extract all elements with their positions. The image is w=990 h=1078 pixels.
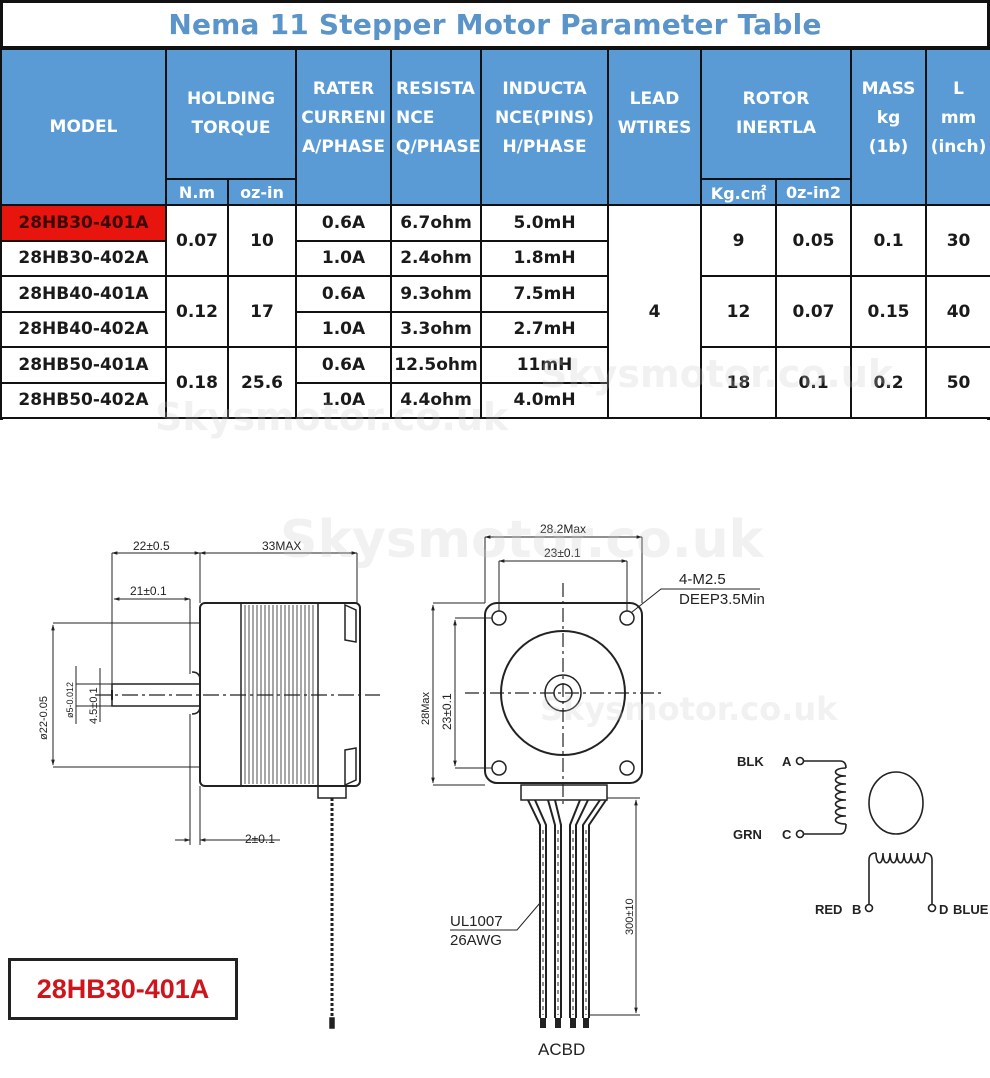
inductance-cell: 1.8mH <box>480 239 610 277</box>
header-rated-current: RATER CURRENI A/PHASE <box>295 48 393 206</box>
svg-text:DEEP3.5Min: DEEP3.5Min <box>679 591 765 608</box>
resistance-cell: 4.4ohm <box>390 381 483 419</box>
current-cell: 1.0A <box>295 381 393 419</box>
torque-ozin-cell: 17 <box>226 275 298 348</box>
svg-text:D: D <box>939 902 948 917</box>
svg-text:33MAX: 33MAX <box>262 539 301 553</box>
mass-cell: 0.2 <box>850 346 928 419</box>
header-resistance: RESISTA NCE Q/PHASE <box>390 48 483 206</box>
current-cell: 1.0A <box>295 239 393 277</box>
resistance-cell: 3.3ohm <box>390 310 483 348</box>
inertia-ozin2-cell: 0.07 <box>775 275 853 348</box>
torque-nm-cell: 0.12 <box>165 275 229 348</box>
svg-text:C: C <box>782 827 792 842</box>
length-cell: 50 <box>925 346 990 419</box>
model-cell: 28HB30-402A <box>0 239 167 277</box>
current-cell: 0.6A <box>295 275 393 313</box>
torque-nm-cell: 0.18 <box>165 346 229 419</box>
svg-text:ø5-0.012: ø5-0.012 <box>65 682 75 718</box>
current-cell: 0.6A <box>295 204 393 242</box>
svg-text:23±0.1: 23±0.1 <box>440 693 454 730</box>
inertia-ozin2-cell: 0.05 <box>775 204 853 277</box>
svg-text:22±0.5: 22±0.5 <box>133 539 170 553</box>
current-cell: 0.6A <box>295 346 393 384</box>
resistance-cell: 12.5ohm <box>390 346 483 384</box>
table-title: Nema 11 Stepper Motor Parameter Table <box>0 0 990 48</box>
header-model: MODEL <box>0 48 167 206</box>
model-cell: 28HB40-402A <box>0 310 167 348</box>
inductance-cell: 7.5mH <box>480 275 610 313</box>
inertia-ozin2-cell: 0.1 <box>775 346 853 419</box>
torque-nm-cell: 0.07 <box>165 204 229 277</box>
svg-text:4-M2.5: 4-M2.5 <box>679 571 726 588</box>
svg-text:UL1007: UL1007 <box>450 913 503 930</box>
svg-text:4.5±0.1: 4.5±0.1 <box>88 687 100 724</box>
inductance-cell: 11mH <box>480 346 610 384</box>
table-row: 28HB30-402A 1.0A 2.4ohm 1.8mH <box>0 239 990 277</box>
inertia-kgcm-cell: 9 <box>700 204 778 277</box>
inertia-kgcm-cell: 12 <box>700 275 778 348</box>
resistance-cell: 6.7ohm <box>390 204 483 242</box>
model-label-box: 28HB30-401A <box>8 958 238 1020</box>
svg-text:26AWG: 26AWG <box>450 932 502 949</box>
length-cell: 30 <box>925 204 990 277</box>
resistance-cell: 9.3ohm <box>390 275 483 313</box>
wiring-diagram <box>795 756 937 913</box>
current-cell: 1.0A <box>295 310 393 348</box>
model-cell: 28HB40-401A <box>0 275 167 313</box>
header-rotor-inertia: ROTOR INERTLA <box>700 48 853 180</box>
svg-text:ø22-0.05: ø22-0.05 <box>38 696 50 740</box>
parameter-table: MODEL HOLDING TORQUE RATER CURRENI A/PHA… <box>0 48 990 419</box>
inertia-kgcm-cell: 18 <box>700 346 778 419</box>
header-length: L mm (inch) <box>925 48 990 206</box>
subheader-inertia-ozin2: 0z-in2 <box>775 178 853 206</box>
mass-cell: 0.1 <box>850 204 928 277</box>
inductance-cell: 2.7mH <box>480 310 610 348</box>
header-holding-torque: HOLDING TORQUE <box>164 48 298 180</box>
svg-text:BLUE: BLUE <box>953 902 989 917</box>
side-view-labels: 22±0.5 33MAX 21±0.1 2±0.1 ø22-0.05 ø5-0.… <box>38 539 301 846</box>
front-view-labels: 28.2Max 23±0.1 4-M2.5 DEEP3.5Min 28Max 2… <box>420 522 765 1059</box>
table-row: 28HB40-401A 0.12 17 0.6A 9.3ohm 7.5mH 12… <box>0 275 990 348</box>
header-inductance: INDUCTA NCE(PINS) H/PHASE <box>480 48 610 206</box>
svg-text:BLK: BLK <box>737 754 764 769</box>
front-view <box>431 535 760 1028</box>
torque-ozin-cell: 10 <box>226 204 298 277</box>
svg-text:23±0.1: 23±0.1 <box>544 546 581 560</box>
inductance-cell: 4.0mH <box>480 381 610 419</box>
header-lead-wires: LEAD WTIRES <box>607 48 703 206</box>
model-cell: 28HB50-402A <box>0 381 167 419</box>
svg-text:300±10: 300±10 <box>624 898 636 935</box>
model-cell: 28HB50-401A <box>0 346 167 384</box>
table-row: 28HB50-401A 0.18 25.6 0.6A 12.5ohm 11mH … <box>0 346 990 419</box>
svg-text:RED: RED <box>815 902 842 917</box>
resistance-cell: 2.4ohm <box>390 239 483 277</box>
svg-text:B: B <box>852 902 861 917</box>
side-view <box>51 551 380 1029</box>
table-row: 28HB30-401A 0.07 10 0.6A 6.7ohm 5.0mH 4 … <box>0 204 990 419</box>
lead-wires-cell: 4 <box>607 204 703 419</box>
length-cell: 40 <box>925 275 990 348</box>
svg-text:A: A <box>782 754 792 769</box>
svg-text:28Max: 28Max <box>420 691 432 725</box>
inductance-cell: 5.0mH <box>480 204 610 242</box>
torque-ozin-cell: 25.6 <box>226 346 298 419</box>
table-row: 28HB40-402A 1.0A 3.3ohm 2.7mH <box>0 310 990 348</box>
svg-text:21±0.1: 21±0.1 <box>130 584 167 598</box>
table-row: 28HB50-402A 1.0A 4.4ohm 4.0mH <box>0 381 990 419</box>
model-cell-highlighted: 28HB30-401A <box>0 204 167 242</box>
svg-text:GRN: GRN <box>733 827 762 842</box>
header-mass: MASS kg (1b) <box>850 48 928 206</box>
svg-text:2±0.1: 2±0.1 <box>245 832 275 846</box>
svg-text:ACBD: ACBD <box>538 1040 585 1059</box>
subheader-inertia-kgcm: Kg.c㎡ <box>700 178 778 206</box>
subheader-torque-ozin: oz-in <box>226 178 298 206</box>
mass-cell: 0.15 <box>850 275 928 348</box>
wiring-labels: BLK A GRN C RED B D BLUE <box>733 754 989 917</box>
subheader-torque-nm: N.m <box>165 178 229 206</box>
svg-text:28.2Max: 28.2Max <box>540 522 586 536</box>
